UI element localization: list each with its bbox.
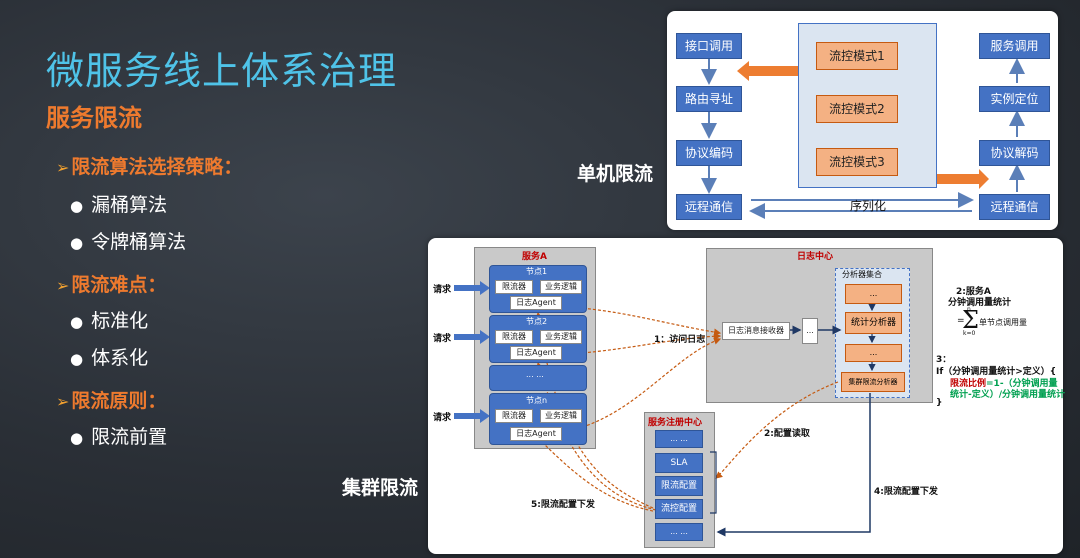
single-limit-label: 单机限流 bbox=[577, 163, 654, 185]
analyzer-dots-2: ... bbox=[845, 344, 902, 362]
section-heading-algorithm: ➢限流算法选择策略： bbox=[56, 156, 243, 178]
bullet-icon: ● bbox=[70, 234, 84, 252]
note-2-line: 分钟调用量统计 bbox=[948, 298, 1012, 308]
bullet-icon: ● bbox=[70, 197, 84, 215]
registry-item-limit-config: 限流配置 bbox=[655, 476, 703, 496]
registry-item-dots-2: ... ... bbox=[655, 523, 703, 541]
protocol-encode-box: 协议编码 bbox=[676, 140, 742, 166]
service-a-title: 服务A bbox=[522, 252, 547, 262]
note-3-if: If（分钟调用量统计>定义）{ bbox=[936, 367, 1057, 377]
node-n-limiter: 限流器 bbox=[495, 409, 533, 423]
log-receiver-box: 日志消息接收器 bbox=[722, 322, 790, 340]
step-2-label: 2:配置读取 bbox=[764, 429, 810, 439]
node-ellipsis-label: ... ... bbox=[526, 370, 544, 379]
arrow-bullet-icon: ➢ bbox=[56, 392, 70, 411]
node-2-label: 节点2 bbox=[526, 317, 548, 326]
note-2-equals: = bbox=[957, 316, 965, 326]
arrow-bullet-icon: ➢ bbox=[56, 158, 70, 177]
request-label-1: 请求 bbox=[433, 285, 452, 295]
section-heading-principle: ➢限流原则： bbox=[56, 390, 167, 412]
svg-text:Σ: Σ bbox=[962, 306, 979, 334]
arrow-bullet-icon: ➢ bbox=[56, 276, 70, 295]
cluster-limit-diagram: 服务A 日志中心 分析器集合 服务注册中心 bbox=[428, 238, 1066, 554]
flow-mode-3-box: 流控模式3 bbox=[816, 148, 898, 176]
bullet-icon: ● bbox=[70, 350, 84, 368]
analyzer-dots-1: ... bbox=[845, 284, 902, 304]
route-lookup-box: 路由寻址 bbox=[676, 86, 742, 112]
note-3-title: 3： bbox=[936, 355, 952, 365]
stats-analyzer-box: 统计分析器 bbox=[845, 312, 902, 334]
note-2-title: 2:服务A bbox=[956, 287, 991, 297]
service-call-box: 服务调用 bbox=[979, 33, 1050, 59]
note-3-ratio-label: 限流比例 bbox=[950, 379, 987, 389]
node-2-agent: 日志Agent bbox=[510, 346, 562, 360]
list-item: ●体系化 bbox=[70, 347, 149, 369]
node-1-label: 节点1 bbox=[526, 267, 548, 276]
list-item: ●标准化 bbox=[70, 310, 149, 332]
step-5-label: 5:限流配置下发 bbox=[531, 500, 595, 510]
node-ellipsis bbox=[489, 365, 587, 391]
registry-item-dots-1: ... ... bbox=[655, 430, 703, 448]
cluster-analyzer-box: 集群限流分析器 bbox=[841, 372, 905, 392]
bullet-icon: ● bbox=[70, 429, 84, 447]
single-limit-diagram: 接口调用 路由寻址 协议编码 远程通信 流控模式1 流控模式2 流控模式3 服务… bbox=[667, 11, 1058, 230]
slide-title: 微服务线上体系治理 bbox=[46, 49, 398, 93]
interface-call-box: 接口调用 bbox=[676, 33, 742, 59]
cluster-limit-label: 集群限流 bbox=[342, 477, 419, 499]
node-2-limiter: 限流器 bbox=[495, 330, 533, 344]
log-dots-box: ... bbox=[802, 318, 818, 344]
remote-comm-box-right: 远程通信 bbox=[979, 194, 1050, 220]
list-item: ●漏桶算法 bbox=[70, 194, 168, 216]
note-2-sum-text: 单节点调用量 bbox=[979, 318, 1027, 327]
registry-item-sla: SLA bbox=[655, 453, 703, 473]
section-heading-difficulty: ➢限流难点： bbox=[56, 274, 167, 296]
node-1-limiter: 限流器 bbox=[495, 280, 533, 294]
list-item: ●令牌桶算法 bbox=[70, 231, 187, 253]
flow-mode-2-box: 流控模式2 bbox=[816, 95, 898, 123]
request-label-3: 请求 bbox=[433, 413, 452, 423]
flow-mode-1-box: 流控模式1 bbox=[816, 42, 898, 70]
registry-item-flow-config: 流控配置 bbox=[655, 499, 703, 519]
node-n-logic: 业务逻辑 bbox=[540, 409, 582, 423]
note-3-ratio-b: 统计-定义）/分钟调用量统计 bbox=[950, 390, 1066, 400]
node-n-label: 节点n bbox=[526, 396, 548, 405]
note-3-ratio-a: =1-（分钟调用量 bbox=[986, 379, 1058, 389]
remote-comm-box-left: 远程通信 bbox=[676, 194, 742, 220]
step-1-label: 1：访问日志 bbox=[654, 335, 706, 345]
slide-subtitle: 服务限流 bbox=[46, 104, 142, 132]
node-n-agent: 日志Agent bbox=[510, 427, 562, 441]
serialize-label: 序列化 bbox=[850, 199, 887, 213]
note-2-sum-upper: n bbox=[967, 306, 971, 313]
note-3-close: } bbox=[936, 398, 943, 408]
node-1-logic: 业务逻辑 bbox=[540, 280, 582, 294]
log-center-title: 日志中心 bbox=[797, 252, 834, 262]
note-2-sum-lower: k=0 bbox=[963, 330, 976, 337]
node-1-agent: 日志Agent bbox=[510, 296, 562, 310]
instance-locate-box: 实例定位 bbox=[979, 86, 1050, 112]
list-item: ●限流前置 bbox=[70, 426, 168, 448]
node-2-logic: 业务逻辑 bbox=[540, 330, 582, 344]
step-4-label: 4:限流配置下发 bbox=[874, 487, 938, 497]
request-label-2: 请求 bbox=[433, 334, 452, 344]
registry-title: 服务注册中心 bbox=[648, 418, 703, 428]
protocol-decode-box: 协议解码 bbox=[979, 140, 1050, 166]
analyzer-group-label: 分析器集合 bbox=[842, 270, 882, 279]
note-3-ratio: 限流比例=1-（分钟调用量 bbox=[950, 376, 1058, 389]
bullet-icon: ● bbox=[70, 313, 84, 331]
